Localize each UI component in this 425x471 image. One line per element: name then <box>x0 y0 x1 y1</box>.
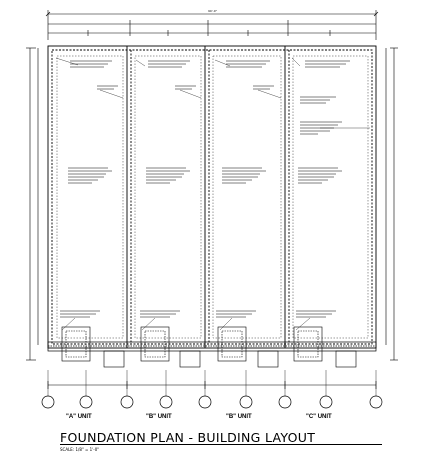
foundation-perimeter <box>47 45 377 349</box>
footing-lines <box>56 55 369 339</box>
overall-dimension <box>45 10 379 40</box>
unit-dimension-string <box>48 20 376 36</box>
unit-label-a: "A" UNIT <box>66 414 92 420</box>
sheet-title: FOUNDATION PLAN - BUILDING LAYOUT <box>60 430 316 445</box>
party-walls <box>126 46 290 348</box>
scale-note: SCALE: 1/8" = 1'-0" <box>60 447 100 452</box>
bottom-dimension-string <box>47 381 377 389</box>
unit-label-c: "C" UNIT <box>306 414 332 420</box>
side-dimension-string <box>26 47 398 361</box>
grid-bubbles <box>41 395 383 409</box>
front-footing-strip <box>47 341 377 352</box>
note-text-blocks <box>60 60 350 318</box>
porch-pads <box>61 326 357 368</box>
grid-leaders <box>47 370 377 396</box>
unit-label-b2: "B" UNIT <box>226 414 252 420</box>
unit-label-b1: "B" UNIT <box>146 414 172 420</box>
title-underline <box>60 444 382 445</box>
overall-dimension-text: 90'-0" <box>208 9 218 13</box>
